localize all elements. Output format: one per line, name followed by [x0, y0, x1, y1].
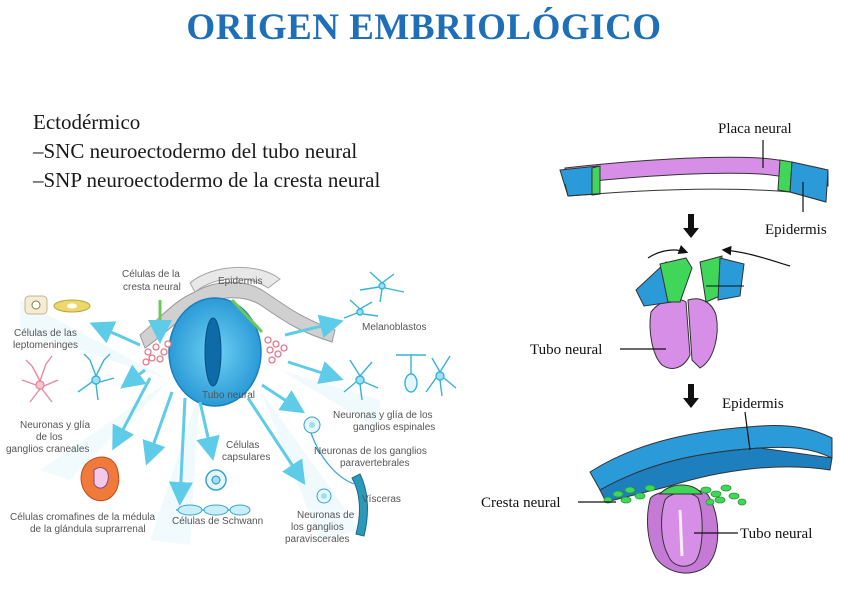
capsular-label-1: Células: [226, 440, 259, 451]
epidermis-label-left: Epidermis: [218, 276, 262, 287]
neural-tube-formation-diagram: Placa neural Epidermis Tubo neural: [481, 121, 833, 574]
chromaffin-label-1: Células cromafines de la médula: [10, 512, 156, 523]
leptomeninges-cells: [24, 295, 91, 315]
crest-cells-right: [264, 336, 288, 364]
bullet-list: Ectodérmico –SNC neuroectodermo del tubo…: [33, 108, 380, 195]
leptomeninges-label-1: Células de las: [14, 328, 77, 339]
paravertebral-label-2: paravertebrales: [340, 458, 409, 469]
crest-cells-label-2: cresta neural: [123, 282, 181, 293]
cranial-label-2: de los: [36, 432, 63, 443]
chromaffin-cell: [80, 456, 120, 502]
arrow-down-1-icon: [683, 214, 699, 238]
stage-neural-folds: [635, 245, 791, 369]
bullet-snp: –SNP neuroectodermo de la cresta neural: [33, 168, 381, 192]
chromaffin-label-2: de la glándula suprarrenal: [30, 524, 146, 535]
paravisceral-label-3: paraviscerales: [285, 534, 349, 545]
arrow-down-2-icon: [683, 384, 699, 408]
crest-cells-label-1: Células de la: [122, 269, 180, 280]
epidermis-1-label: Epidermis: [765, 222, 827, 238]
spinal-label-1: Neuronas y glía de los: [333, 410, 433, 421]
schwann-label: Células de Schwann: [172, 516, 263, 527]
cranial-label-3: ganglios craneales: [6, 444, 89, 455]
epidermis-2-label: Epidermis: [722, 396, 784, 412]
melanoblasts: [343, 271, 405, 319]
paravisceral-neuron: [316, 488, 332, 504]
capsular-cells: [205, 469, 227, 491]
stage-neural-plate: [559, 156, 829, 203]
leptomeninges-label-2: leptomeninges: [13, 340, 78, 351]
placa-neural-label: Placa neural: [718, 121, 792, 137]
migration-arrows: [89, 314, 344, 506]
cranial-neurons: [21, 353, 115, 403]
melanoblasts-label: Melanoblastos: [362, 322, 426, 333]
capsular-label-2: capsulares: [222, 452, 270, 463]
crest-cells-left: [142, 340, 172, 366]
spinal-neurons: [343, 354, 457, 401]
crest-cells-right-diagram: [603, 484, 747, 506]
bullet-snc: –SNC neuroectodermo del tubo neural: [33, 139, 358, 163]
bullet-ectodermico: Ectodérmico: [33, 110, 141, 134]
cresta-neural-label: Cresta neural: [481, 495, 561, 511]
tubo-neural-label-left: Tubo neural: [202, 390, 255, 401]
visceras-label: Vísceras: [362, 494, 401, 505]
visceras-shape: [309, 429, 368, 537]
stage-neural-tube: [589, 425, 833, 574]
paravertebral-label-1: Neuronas de los ganglios: [314, 446, 427, 457]
paravertebral-neuron: [303, 416, 321, 434]
tubo-neural-1-label: Tubo neural: [530, 342, 602, 358]
schwann-cells: [176, 504, 251, 516]
epidermis-2-leader: [744, 411, 751, 451]
cranial-label-1: Neuronas y glía: [20, 420, 90, 431]
paravisceral-label-2: los ganglios: [291, 522, 344, 533]
tubo-neural-2-label: Tubo neural: [740, 526, 812, 542]
spinal-label-2: ganglios espinales: [353, 422, 435, 433]
neural-crest-derivatives-diagram: Epidermis Tubo neural Células de la cres…: [6, 266, 457, 545]
paravisceral-label-1: Neuronas de: [297, 510, 355, 521]
page-title: ORIGEN EMBRIOLÓGICO: [186, 7, 662, 48]
